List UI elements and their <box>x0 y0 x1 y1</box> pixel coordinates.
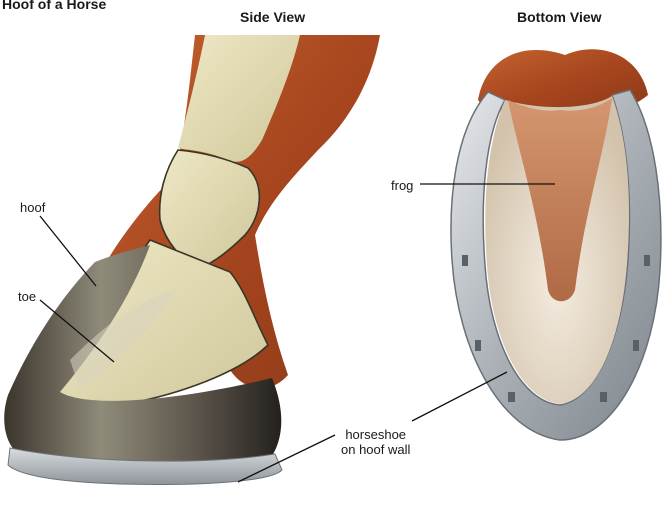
horseshoe-label: horseshoe on hoof wall <box>341 427 410 457</box>
horseshoe-label-line1: horseshoe <box>341 427 410 442</box>
toe-label: toe <box>18 289 36 304</box>
hoof-label: hoof <box>20 200 45 215</box>
frog-label: frog <box>391 178 413 193</box>
horseshoe-label-line2: on hoof wall <box>341 442 410 457</box>
side-view-illustration <box>4 35 380 484</box>
nail-hole <box>633 340 639 351</box>
figure-title: Hoof of a Horse <box>2 0 106 12</box>
nail-hole <box>462 255 468 266</box>
bottom-view-title: Bottom View <box>517 9 602 25</box>
nail-hole <box>475 340 481 351</box>
nail-hole <box>644 255 650 266</box>
nail-hole <box>508 392 515 402</box>
nail-hole <box>600 392 607 402</box>
bottom-view-illustration <box>451 49 661 440</box>
side-view-title: Side View <box>240 9 305 25</box>
leader-hoof <box>40 216 96 286</box>
leader-horseshoe-bottom <box>412 372 507 421</box>
